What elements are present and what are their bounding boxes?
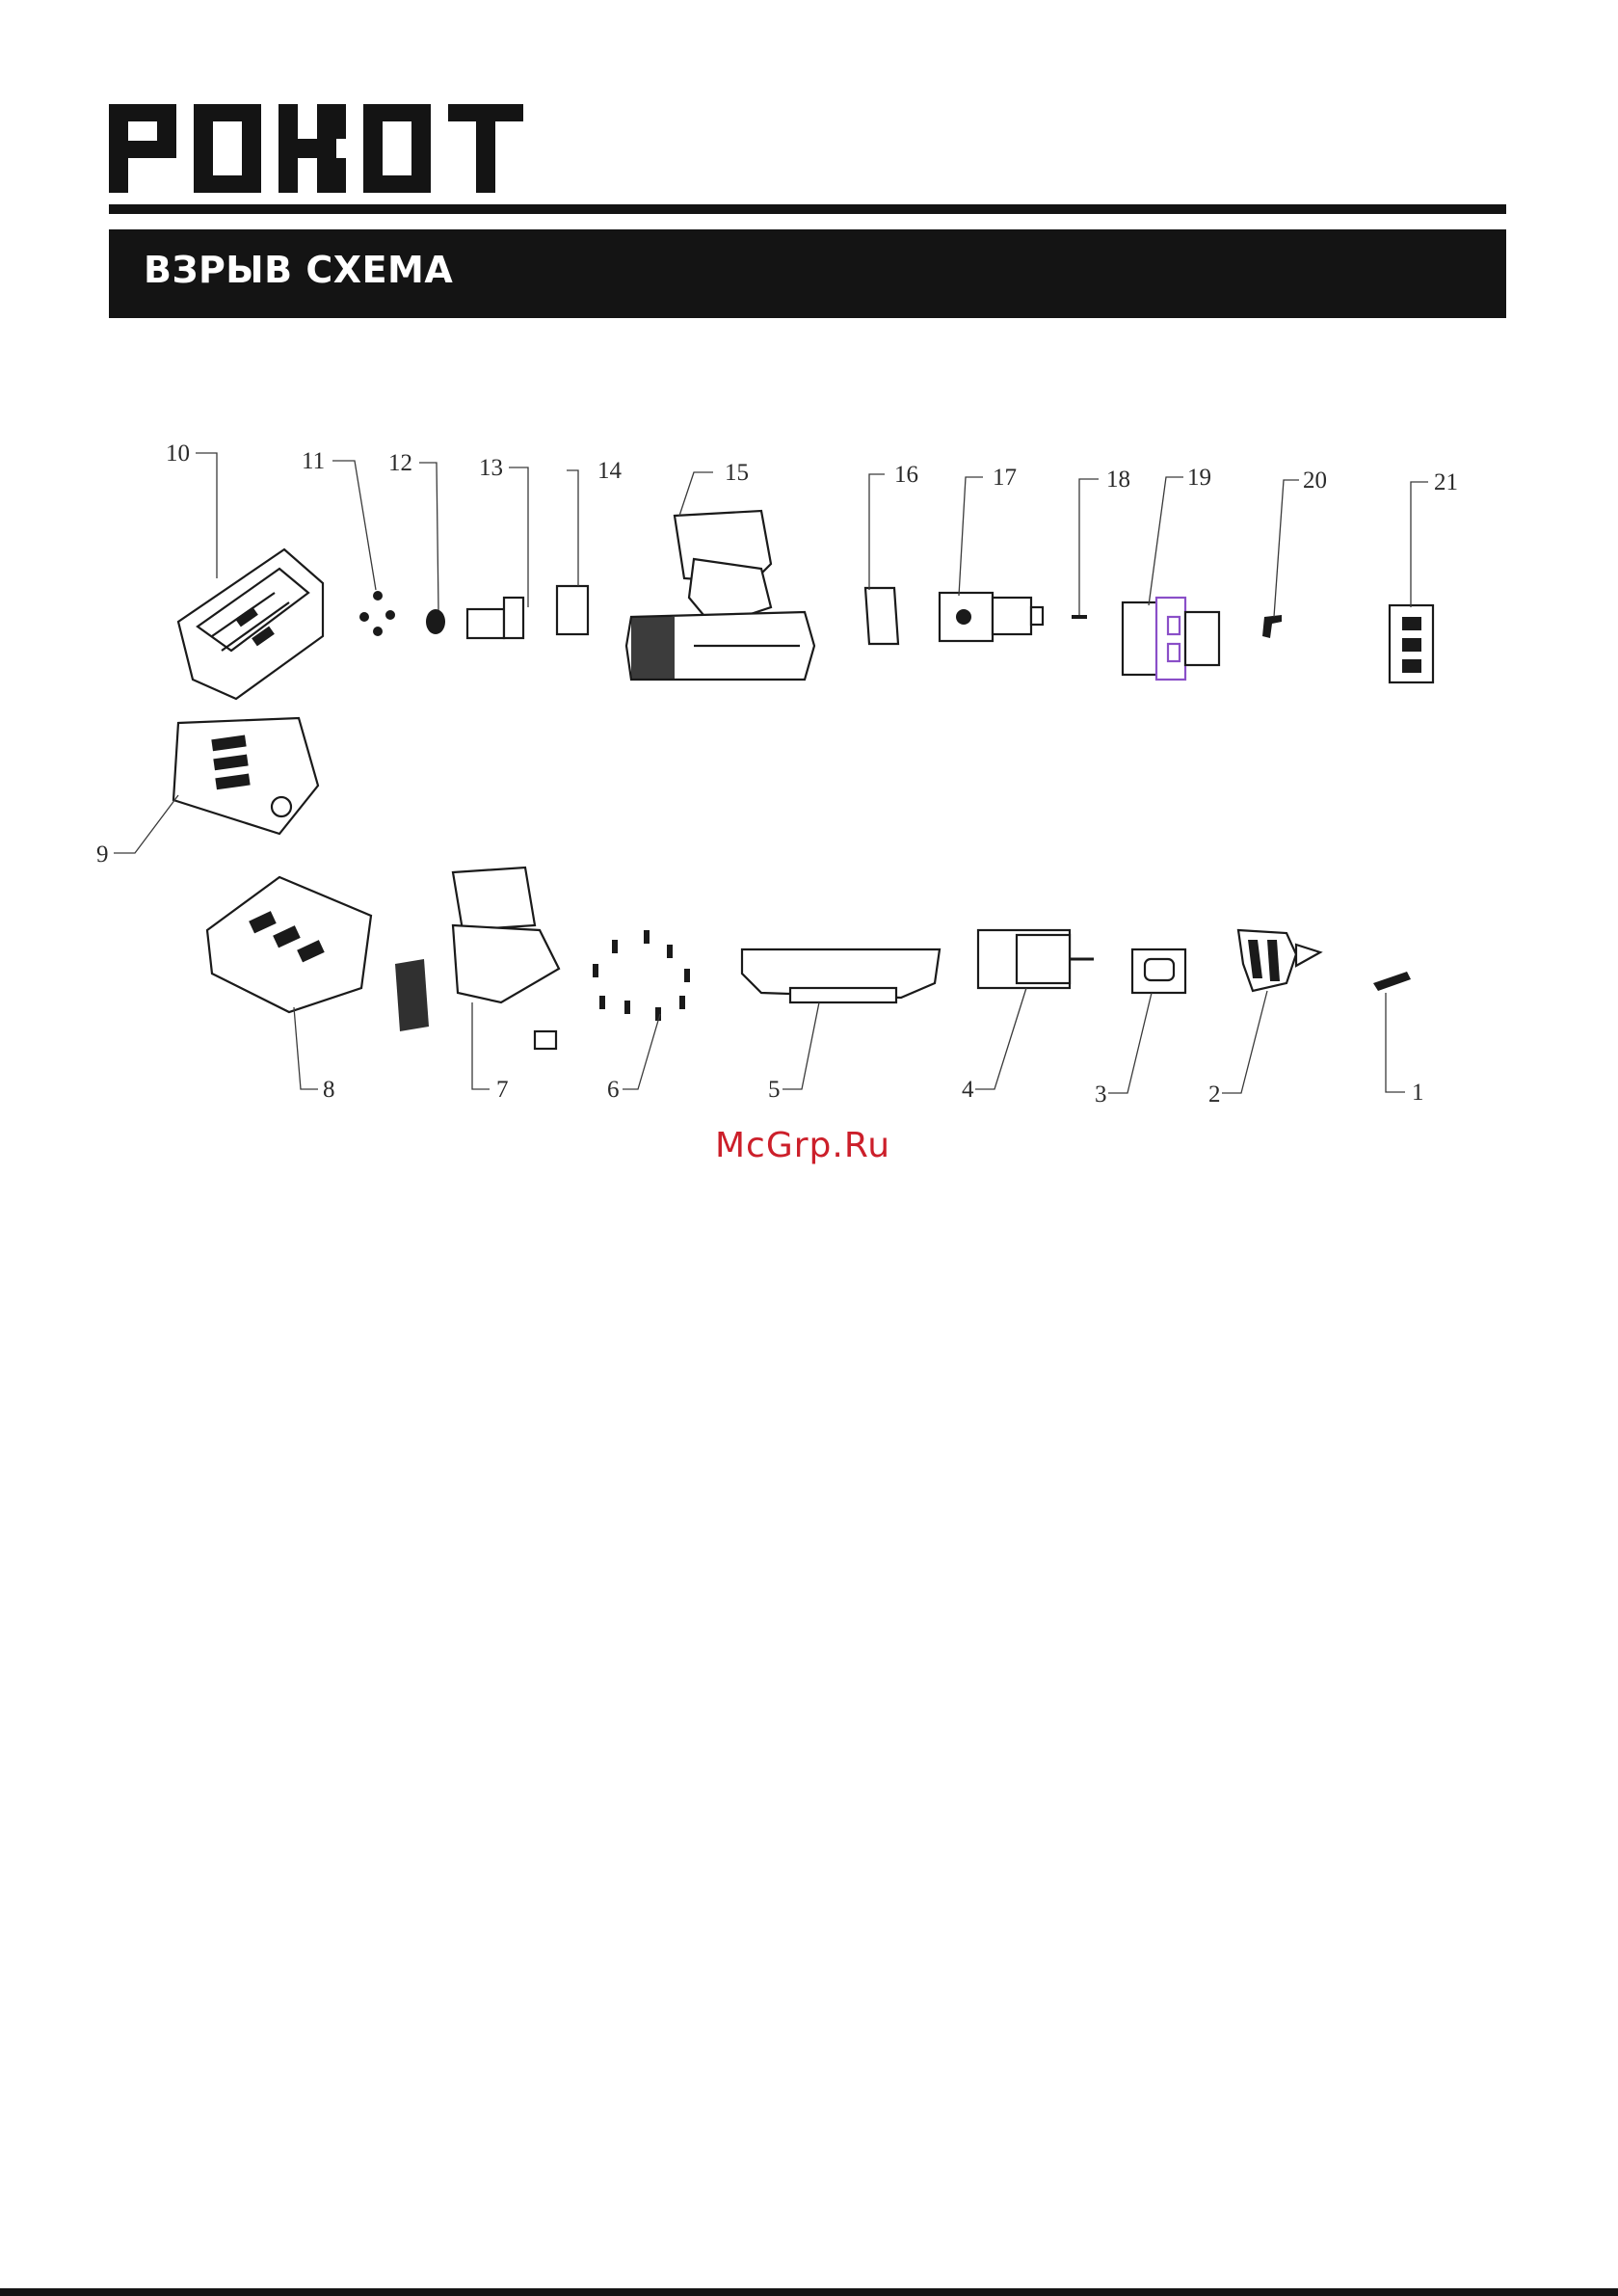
callout-13: 13 [479,455,503,481]
part-2-chuck [1238,930,1320,991]
part-10-housing [178,549,323,699]
callout-3: 3 [1095,1081,1107,1108]
part-9-cover [173,718,318,834]
part-21-clutch [1390,605,1433,682]
callout-10: 10 [166,441,190,467]
rokot-logo [109,104,523,193]
section-header-band: ВЗРЫВ СХЕМА [109,229,1506,318]
callout-9: 9 [96,841,109,868]
part-4-motor [978,930,1094,988]
part-16-cap [865,588,898,644]
part-14-plate [557,586,588,634]
callout-1: 1 [1412,1080,1424,1106]
exploded-diagram: 10 11 12 13 14 15 16 17 18 19 20 21 9 8 … [0,424,1618,1157]
callout-11: 11 [302,448,325,474]
part-11-nuts [359,591,395,636]
callout-20: 20 [1303,467,1327,494]
part-3-ring [1132,949,1185,993]
callout-16: 16 [894,462,918,488]
callout-8: 8 [323,1077,335,1103]
callout-15: 15 [725,460,749,486]
part-12-button [426,609,445,634]
bottom-rule [0,2288,1618,2296]
callout-6: 6 [607,1077,620,1103]
header-rule [109,204,1506,214]
watermark: McGrp.Ru [715,1126,890,1165]
callout-17: 17 [993,465,1017,491]
callout-5: 5 [768,1077,781,1103]
callout-14: 14 [597,458,623,484]
part-7-body-half [395,868,559,1049]
part-17-gear-block [940,593,1043,641]
part-1-screw [1373,972,1411,991]
callout-21: 21 [1434,469,1458,495]
callout-7: 7 [496,1077,509,1103]
part-19-gearbox [1123,598,1219,680]
callout-18: 18 [1106,467,1130,493]
callout-19: 19 [1187,465,1211,491]
part-6-screws [593,930,690,1021]
callout-12: 12 [388,450,412,476]
part-20-clip [1262,615,1282,638]
part-13-switch [467,598,523,638]
section-title: ВЗРЫВ СХЕМА [144,249,453,291]
part-5-base-plate [742,949,940,1002]
part-8-base [207,877,371,1012]
callout-2: 2 [1208,1081,1221,1108]
part-15-body-half [626,511,814,680]
callout-4: 4 [962,1077,974,1103]
